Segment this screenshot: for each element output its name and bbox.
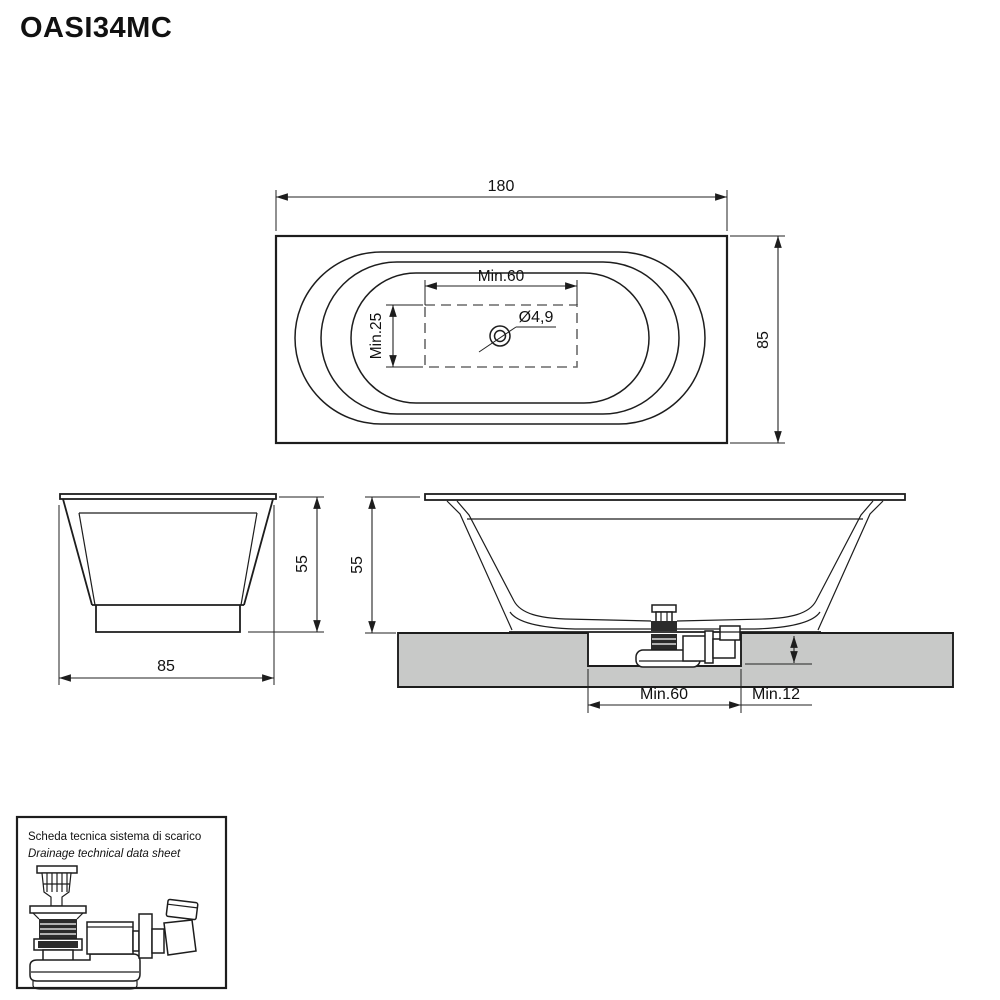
dim-55-side-label: 55 xyxy=(349,556,366,574)
tub-outer-rim-plan xyxy=(274,234,729,445)
dim-55-end: 55 xyxy=(248,496,324,633)
drain-hole-plan xyxy=(478,325,556,353)
tub-ring-inner xyxy=(350,272,650,404)
tub-ring-middle xyxy=(320,261,680,415)
dim-55-side: 55 xyxy=(349,496,420,634)
end-view-rim xyxy=(59,493,277,500)
dim-min60-plan-label: Min.60 xyxy=(478,268,525,285)
dim-min25-plan-label: Min.25 xyxy=(368,313,385,360)
dim-85-end: 85 xyxy=(58,505,275,685)
top-view: Ø4,9 180 85 Min.60 xyxy=(274,178,785,445)
dim-180: 180 xyxy=(275,178,728,231)
drainage-box-title-en: Drainage technical data sheet xyxy=(28,848,181,860)
side-section-view: 55 Min.60 Min.12 xyxy=(349,493,954,713)
dim-85-end-label: 85 xyxy=(157,658,175,675)
dim-180-label: 180 xyxy=(488,178,515,195)
drain-assembly-section xyxy=(635,604,741,668)
min-flat-area-dashed xyxy=(424,304,578,368)
drainage-box-title-it: Scheda tecnica sistema di scarico xyxy=(28,831,201,843)
product-code-title: OASI34MC xyxy=(20,12,173,44)
dim-min60-plan: Min.60 xyxy=(424,268,578,305)
dim-55-end-label: 55 xyxy=(294,555,311,573)
dim-min60-side: Min.60 xyxy=(587,669,742,713)
drain-assembly-illustration xyxy=(29,865,199,990)
dim-min25-plan: Min.25 xyxy=(368,304,423,368)
dim-85-plan-label: 85 xyxy=(755,331,772,349)
floor xyxy=(397,632,954,688)
tub-ring-outer xyxy=(294,251,706,425)
dim-85-plan: 85 xyxy=(730,235,785,444)
dim-min12-side: Min.12 xyxy=(741,636,812,706)
dim-min60-side-label: Min.60 xyxy=(640,686,688,703)
drain-diameter-label: Ø4,9 xyxy=(519,309,554,326)
drainage-box: Scheda tecnica sistema di scarico Draina… xyxy=(15,815,228,990)
end-view: 55 85 xyxy=(58,493,324,685)
dim-min12-side-label: Min.12 xyxy=(752,686,800,703)
end-view-base xyxy=(95,605,241,633)
side-view-rim xyxy=(424,493,906,501)
drainage-box-border xyxy=(15,815,228,990)
